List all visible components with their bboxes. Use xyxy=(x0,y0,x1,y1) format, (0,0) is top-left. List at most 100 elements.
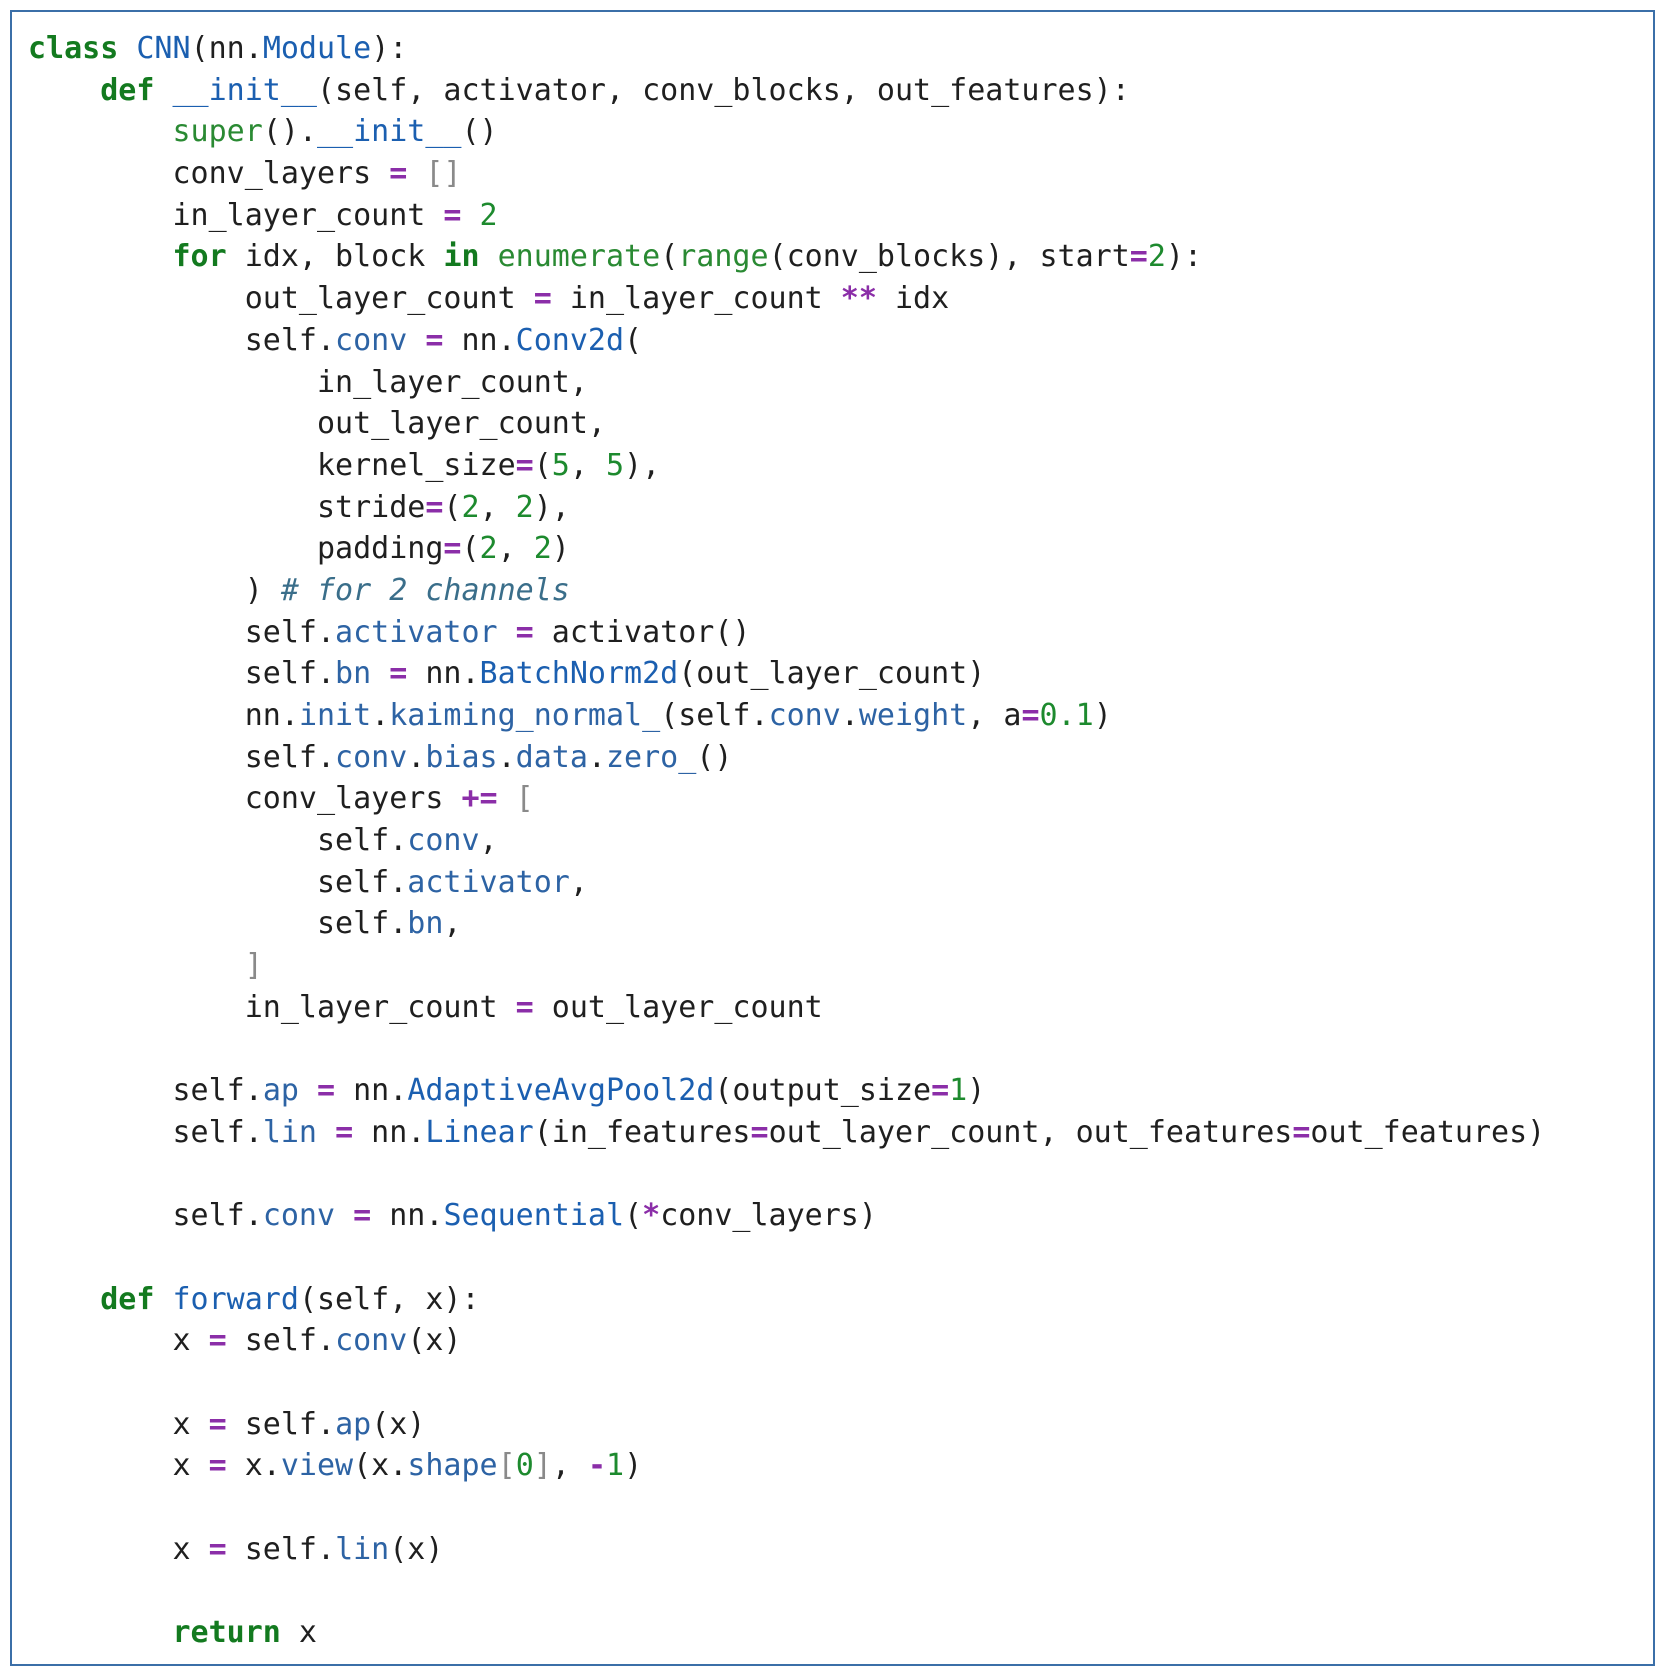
number-token: 2 xyxy=(1147,239,1166,275)
code-line: self.activator = activator() xyxy=(28,612,1545,654)
code-text: x xyxy=(28,1531,209,1567)
code-line: def forward(self, x): xyxy=(28,1279,1545,1321)
code-line: conv_layers += [ xyxy=(28,778,1545,820)
code-text: (in_features xyxy=(533,1114,751,1150)
keyword-token: for xyxy=(172,239,227,275)
code-text: (x) xyxy=(389,1531,444,1567)
code-text: self. xyxy=(28,614,336,650)
class-name-token: Linear xyxy=(425,1114,534,1150)
attribute-token: activator xyxy=(407,864,570,900)
operator-token: = xyxy=(931,1073,950,1109)
code-line: self.conv = nn.Sequential(*conv_layers) xyxy=(28,1195,1545,1237)
code-text: self. xyxy=(28,1198,263,1234)
code-line: for idx, block in enumerate(range(conv_b… xyxy=(28,236,1545,278)
code-line: super().__init__() xyxy=(28,111,1545,153)
code-text: ), xyxy=(624,447,661,483)
code-text: out_features) xyxy=(1310,1114,1546,1150)
code-text: (output_size xyxy=(714,1073,932,1109)
attribute-token: zero_ xyxy=(605,739,697,775)
code-text xyxy=(299,1073,317,1108)
code-line: in_layer_count = 2 xyxy=(28,195,1545,237)
code-text: (out_layer_count) xyxy=(678,656,986,692)
number-token: 1 xyxy=(949,1073,968,1109)
class-name-token: Sequential xyxy=(443,1198,625,1234)
operator-token: += xyxy=(461,781,498,817)
code-line: self.ap = nn.AdaptiveAvgPool2d(output_si… xyxy=(28,1070,1545,1112)
attribute-token: lin xyxy=(262,1114,317,1150)
function-name-token: __init__ xyxy=(317,114,462,150)
keyword-token: return xyxy=(172,1615,281,1651)
code-text: ( xyxy=(533,447,552,483)
code-line: padding=(2, 2) xyxy=(28,528,1545,570)
attribute-token: bn xyxy=(407,906,444,942)
code-text: , xyxy=(551,1448,588,1484)
code-text: self. xyxy=(28,739,336,775)
code-text xyxy=(154,1282,172,1317)
code-snippet-frame: class CNN(nn.Module): def __init__(self,… xyxy=(10,10,1655,1666)
attribute-token: init xyxy=(298,698,372,733)
code-text: nn. xyxy=(353,1114,426,1150)
code-text: nn. xyxy=(407,656,480,692)
attribute-token: conv xyxy=(407,823,480,859)
operator-token: = xyxy=(335,1114,354,1150)
number-token: 2 xyxy=(479,197,498,233)
operator-token: = xyxy=(533,281,552,317)
operator-token: = xyxy=(353,1198,372,1234)
code-line: self.activator, xyxy=(28,862,1545,904)
code-text: conv_layers) xyxy=(660,1198,877,1234)
code-text: ( xyxy=(443,489,462,525)
operator-token: = xyxy=(1021,698,1040,733)
operator-token: = xyxy=(208,1531,227,1567)
bracket-token: [] xyxy=(425,156,462,192)
code-text: . xyxy=(840,698,859,733)
code-text: padding xyxy=(28,531,444,567)
code-text xyxy=(317,1115,335,1150)
code-line xyxy=(28,1570,1545,1612)
code-text xyxy=(118,31,136,66)
operator-token: = xyxy=(317,1073,336,1109)
operator-token: = xyxy=(1129,239,1148,275)
keyword-token: class xyxy=(28,31,119,66)
code-line: ] xyxy=(28,945,1545,987)
builtin-token: super xyxy=(172,114,263,150)
keyword-token: def xyxy=(100,1281,155,1317)
number-token: 5 xyxy=(551,447,570,483)
code-text: ( xyxy=(624,322,643,358)
code-text: out_layer_count xyxy=(28,281,534,317)
code-text: conv_layers xyxy=(28,781,462,817)
attribute-token: activator xyxy=(335,614,498,650)
operator-token: - xyxy=(587,1448,606,1484)
code-text: ) xyxy=(624,1448,643,1484)
class-name-token: Conv2d xyxy=(515,322,625,358)
operator-token: = xyxy=(1292,1114,1311,1150)
code-text: ) xyxy=(967,1073,986,1109)
attribute-token: conv xyxy=(335,739,408,775)
number-token: 1 xyxy=(606,1448,625,1484)
number-token: 2 xyxy=(479,531,498,567)
code-text: self. xyxy=(28,906,408,942)
code-text: (conv_blocks), start xyxy=(768,239,1130,275)
code-text: in_layer_count xyxy=(28,197,444,233)
attribute-token: conv xyxy=(262,1198,336,1234)
code-line: self.bn, xyxy=(28,903,1545,945)
code-text: in_layer_count xyxy=(551,281,841,317)
code-text: (nn. xyxy=(190,31,263,66)
operator-token: ** xyxy=(840,281,877,317)
code-text: , xyxy=(443,906,462,942)
comment-token: # for 2 channels xyxy=(280,572,570,608)
code-text xyxy=(28,73,100,108)
code-text: ( xyxy=(660,239,679,275)
code-text xyxy=(28,114,173,149)
code-text: self. xyxy=(28,656,336,692)
code-text: self. xyxy=(28,1073,263,1109)
code-text: nn. xyxy=(335,1073,408,1109)
attribute-token: conv xyxy=(768,698,841,733)
code-text: (self, x): xyxy=(298,1281,480,1317)
code-line: kernel_size=(5, 5), xyxy=(28,445,1545,487)
code-text: ( xyxy=(461,531,480,567)
operator-token: = xyxy=(515,989,534,1025)
code-line: self.conv.bias.data.zero_() xyxy=(28,737,1545,779)
code-text: ) xyxy=(1093,698,1112,733)
code-text xyxy=(28,948,245,983)
builtin-token: range xyxy=(678,239,769,275)
